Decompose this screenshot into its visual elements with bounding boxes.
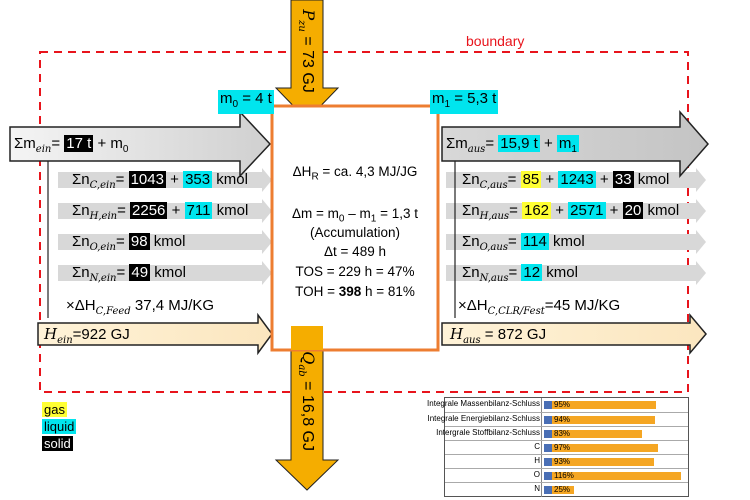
closure-row-cell: 83% (541, 427, 689, 441)
closure-row-label: O (533, 470, 540, 479)
legend-solid: solid (42, 436, 73, 451)
closure-pct: 94% (554, 415, 571, 424)
closure-pct: 25% (554, 485, 571, 494)
legend-gas: gas (42, 402, 67, 417)
closure-pct: 116% (554, 471, 574, 480)
m0-badge: m0 = 4 t (218, 90, 274, 114)
power-input-arrow (274, 0, 340, 121)
closure-row: H 93% (445, 454, 688, 469)
status-icon (544, 458, 552, 466)
status-icon (544, 486, 552, 494)
closure-row-cell: 25% (541, 483, 689, 497)
legend-liquid: liquid (42, 419, 77, 434)
closure-row-label: H (534, 456, 540, 465)
left-row-nitrogen: ΣnN,ein= 49 kmol (72, 264, 186, 284)
closure-bar (544, 401, 657, 409)
closure-pct: 97% (554, 443, 571, 452)
right-row-hydrogen: ΣnH,aus= 162 + 2571 + 20 kmol (462, 202, 680, 222)
right-row-oxygen: ΣnO,aus= 114 kmol (462, 233, 585, 253)
closure-row: Intergrale Stoffbilanz-Schluss 83% (436, 426, 689, 441)
process-box (270, 104, 440, 352)
right-row-nitrogen: ΣnN,aus= 12 kmol (462, 264, 578, 284)
closure-pct: 83% (554, 429, 571, 438)
heat-output-label: Qab = 16,8 GJ (295, 351, 319, 451)
right-enthalpy-text: Haus = 872 GJ (450, 325, 547, 346)
closure-bar (544, 458, 654, 466)
closure-pct: 95% (554, 400, 571, 409)
right-clr-enthalpy: ×ΔHC,CLR/Fest=45 MJ/KG (458, 297, 621, 317)
closure-row-label: Integrale Massenbilanz-Schluss (427, 399, 540, 408)
closure-row: N 25% (445, 482, 688, 497)
reaction-enthalpy: ΔHR = ca. 4,3 MJ/JG (292, 164, 418, 183)
status-icon (544, 416, 552, 424)
closure-row-label: C (534, 442, 540, 451)
left-row-carbon: ΣnC,ein= 1043 + 353 kmol (72, 171, 248, 191)
closure-row-label: N (534, 484, 540, 493)
closure-row-label: Intergrale Stoffbilanz-Schluss (436, 428, 540, 437)
tos-value: TOS = 229 h = 47% (295, 264, 415, 279)
status-icon (544, 430, 552, 438)
left-row-hydrogen: ΣnH,ein= 2256 + 711 kmol (72, 202, 249, 222)
left-enthalpy-text: Hein=922 GJ (44, 325, 130, 346)
closure-bar (544, 444, 659, 452)
right-row-carbon: ΣnC,aus= 85 + 1243 + 33 kmol (462, 171, 670, 191)
left-mass-arrow (9, 110, 272, 178)
right-enthalpy-arrow (441, 312, 707, 356)
closure-row: Integrale Energiebilanz-Schluss 94% (427, 412, 689, 427)
closure-row-cell: 116% (541, 469, 689, 483)
m1-badge: m1 = 5,3 t (430, 90, 499, 114)
closure-bar (544, 430, 642, 438)
left-feed-enthalpy: ×ΔHC,Feed 37,4 MJ/KG (66, 297, 215, 317)
mass-difference: Δm = m0 – m1 = 1,3 t (292, 206, 418, 225)
status-icon (544, 401, 552, 409)
heat-output-arrow-top (291, 326, 323, 350)
closure-row-cell: 97% (541, 441, 689, 455)
closure-pct: 93% (554, 457, 571, 466)
accumulation-label: (Accumulation) (309, 225, 401, 240)
left-enthalpy-arrow (37, 312, 273, 356)
toh-value: TOH = 398 h = 81% (295, 284, 415, 299)
closure-row-cell: 95% (541, 398, 689, 412)
closure-bar (544, 416, 655, 424)
closure-row-label: Integrale Energiebilanz-Schluss (427, 414, 540, 423)
closure-bar (544, 486, 574, 494)
closure-bar (544, 472, 681, 480)
system-boundary (39, 51, 689, 393)
closure-row-cell: 93% (541, 455, 689, 469)
boundary-label: boundary (466, 33, 525, 49)
left-row-oxygen: ΣnO,ein= 98 kmol (72, 233, 186, 253)
status-icon (544, 444, 552, 452)
status-icon (544, 472, 552, 480)
left-mass-text: Σmein= 17 t + m0 (14, 135, 129, 155)
power-input-label: Pzu = 73 GJ (295, 9, 319, 93)
right-mass-text: Σmaus= 15,9 t + m1 (446, 135, 579, 155)
closure-row-cell: 94% (541, 413, 689, 427)
closure-row: Integrale Massenbilanz-Schluss 95% (427, 398, 689, 412)
closure-row: C 97% (445, 440, 688, 455)
closure-row: O 116% (445, 468, 688, 483)
delta-time: Δt = 489 h (324, 244, 386, 259)
